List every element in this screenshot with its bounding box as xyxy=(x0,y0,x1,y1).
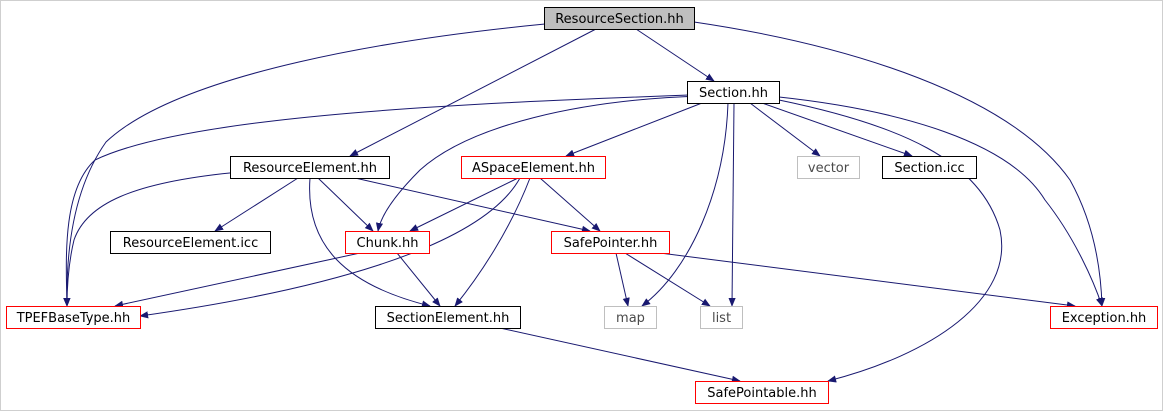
node-map[interactable]: map xyxy=(604,306,657,329)
node-box-vector[interactable] xyxy=(797,156,860,179)
node-label-safepointable: SafePointable.hh xyxy=(707,386,817,401)
edge-resourcesection-to-tpefbasetype xyxy=(63,23,546,307)
node-aspaceelement[interactable]: ASpaceElement.hh xyxy=(461,156,606,179)
node-tpefbasetype[interactable]: TPEFBaseType.hh xyxy=(6,306,141,329)
edge-sectionelement-to-safepointable xyxy=(499,327,741,383)
node-label-safepointer: SafePointer.hh xyxy=(564,236,658,251)
edge-section-to-aspaceelement xyxy=(565,102,703,157)
edge-resourceelement-to-resourceelementicc xyxy=(214,177,299,232)
node-section[interactable]: Section.hh xyxy=(687,81,780,104)
node-box-tpefbasetype[interactable] xyxy=(6,306,141,329)
edge-section-to-sectionicc xyxy=(761,102,913,157)
node-resourceelementicc[interactable]: ResourceElement.icc xyxy=(110,231,271,254)
node-sectionicc[interactable]: Section.icc xyxy=(882,156,977,179)
node-box-resourceelement[interactable] xyxy=(230,156,390,179)
edge-section-to-tpefbasetype xyxy=(63,94,689,307)
node-label-vector: vector xyxy=(808,161,850,176)
node-label-aspaceelement: ASpaceElement.hh xyxy=(472,161,595,176)
edge-safepointer-to-list xyxy=(624,252,711,307)
node-box-chunk[interactable] xyxy=(345,231,430,254)
node-chunk[interactable]: Chunk.hh xyxy=(345,231,430,254)
node-box-sectionicc[interactable] xyxy=(882,156,977,179)
edge-resourceelement-to-sectionelement xyxy=(309,177,431,308)
edge-aspaceelement-to-sectionelement xyxy=(454,177,531,307)
node-box-aspaceelement[interactable] xyxy=(461,156,606,179)
edge-section-to-map xyxy=(641,102,729,307)
node-box-exception[interactable] xyxy=(1050,306,1158,329)
edge-section-to-safepointable xyxy=(778,99,1003,383)
node-vector[interactable]: vector xyxy=(797,156,860,179)
edge-section-to-exception xyxy=(778,96,1103,307)
node-label-tpefbasetype: TPEFBaseType.hh xyxy=(16,311,131,326)
node-sectionelement[interactable]: SectionElement.hh xyxy=(375,306,521,329)
edge-safepointer-to-exception xyxy=(659,252,1076,309)
node-resourceelement[interactable]: ResourceElement.hh xyxy=(230,156,390,179)
node-label-sectionelement: SectionElement.hh xyxy=(387,311,510,326)
node-box-safepointer[interactable] xyxy=(551,231,670,254)
edge-resourceelement-to-safepointer xyxy=(354,177,591,233)
edges-layer xyxy=(63,21,1106,383)
node-safepointer[interactable]: SafePointer.hh xyxy=(551,231,670,254)
node-label-resourceelement: ResourceElement.hh xyxy=(243,161,377,176)
node-label-sectionicc: Section.icc xyxy=(894,161,964,176)
node-label-list: list xyxy=(712,311,731,326)
node-label-chunk: Chunk.hh xyxy=(357,236,419,251)
node-label-resourceelementicc: ResourceElement.icc xyxy=(123,236,258,251)
edge-aspaceelement-to-safepointer xyxy=(539,177,601,232)
node-box-list[interactable] xyxy=(700,306,743,329)
node-label-map: map xyxy=(616,311,645,326)
edge-chunk-to-sectionelement xyxy=(396,252,441,307)
node-box-safepointable[interactable] xyxy=(695,381,829,404)
node-box-resourcesection[interactable] xyxy=(544,7,695,30)
node-list[interactable]: list xyxy=(700,306,743,329)
node-box-resourceelementicc[interactable] xyxy=(110,231,271,254)
node-box-sectionelement[interactable] xyxy=(375,306,521,329)
node-label-resourcesection: ResourceSection.hh xyxy=(555,12,684,27)
node-label-exception: Exception.hh xyxy=(1062,311,1147,326)
node-resourcesection[interactable]: ResourceSection.hh xyxy=(544,7,695,30)
node-safepointable[interactable]: SafePointable.hh xyxy=(695,381,829,404)
edge-section-to-list xyxy=(728,102,736,307)
edge-section-to-vector xyxy=(749,102,821,157)
edge-aspaceelement-to-chunk xyxy=(409,177,519,232)
edge-resourcesection-to-exception xyxy=(693,21,1106,307)
edge-resourceelement-to-tpefbasetype xyxy=(63,171,241,307)
edge-resourcesection-to-section xyxy=(635,28,715,82)
edge-resourceelement-to-chunk xyxy=(317,177,374,232)
edge-aspaceelement-to-tpefbasetype xyxy=(139,177,521,319)
edge-resourcesection-to-resourceelement xyxy=(349,28,597,157)
node-box-section[interactable] xyxy=(687,81,780,104)
node-box-map[interactable] xyxy=(604,306,657,329)
node-label-section: Section.hh xyxy=(699,86,768,101)
nodes-layer: ResourceSection.hhSection.hhResourceElem… xyxy=(6,7,1158,404)
node-exception[interactable]: Exception.hh xyxy=(1050,306,1158,329)
edge-safepointer-to-map xyxy=(615,252,630,307)
edge-chunk-to-tpefbasetype xyxy=(114,252,361,308)
edge-section-to-chunk xyxy=(375,95,701,232)
